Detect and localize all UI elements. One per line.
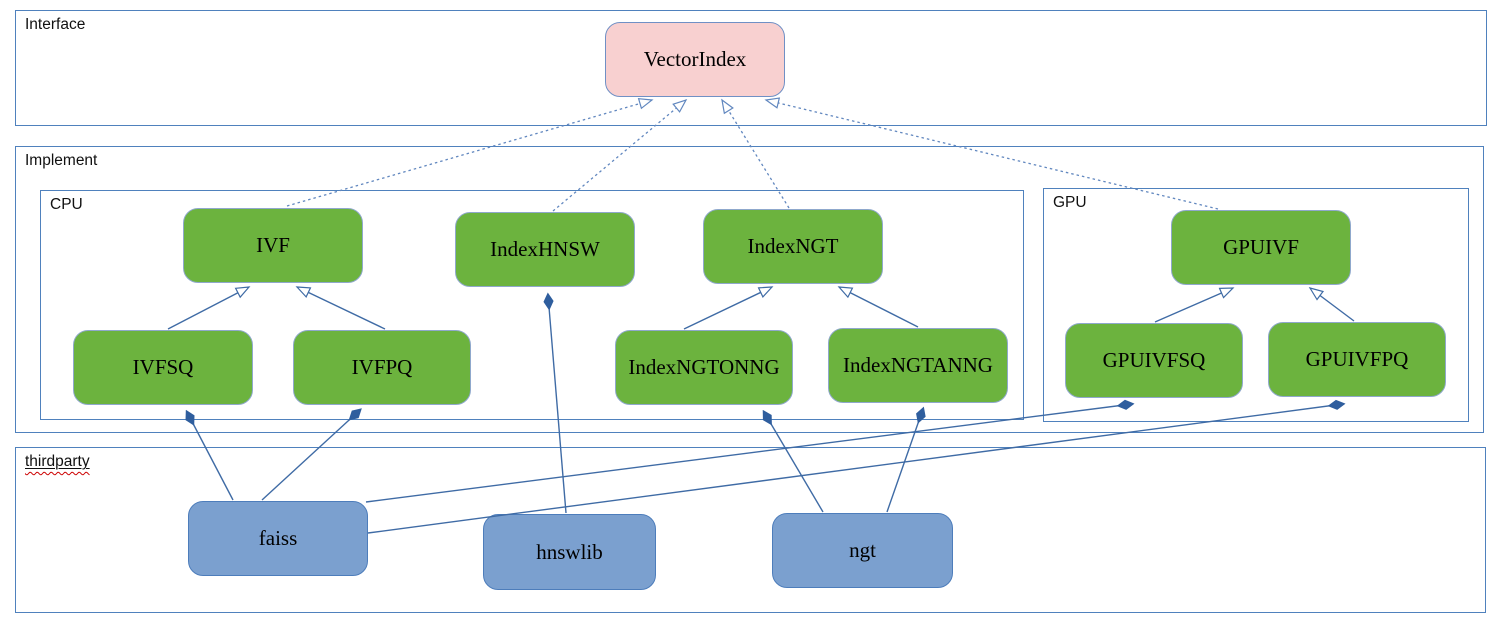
node-ivfsq-label: IVFSQ [132,355,194,379]
node-gpuivfsq-label: GPUIVFSQ [1102,348,1206,372]
node-indexngtanng-label: IndexNGTANNG [843,353,993,377]
node-hnswlib-label: hnswlib [536,539,603,564]
container-thirdparty-label: thirdparty [25,453,90,471]
node-gpuivfpq-label: GPUIVFPQ [1305,347,1409,371]
node-ngt: ngt [772,513,953,588]
container-interface-label: Interface [25,16,86,33]
node-ivf-label: IVF [256,233,290,257]
node-indexngtonng-label: IndexNGTONNG [628,355,780,379]
node-indexngtonng: IndexNGTONNG [615,330,793,405]
node-gpuivfsq: GPUIVFSQ [1065,323,1243,398]
node-ivfpq-label: IVFPQ [351,355,413,379]
node-gpuivfpq: GPUIVFPQ [1268,322,1446,397]
node-faiss: faiss [188,501,368,576]
node-ivf: IVF [183,208,363,283]
node-ngt-label: ngt [849,538,876,562]
node-indexhnsw-label: IndexHNSW [490,237,600,261]
node-indexngtanng: IndexNGTANNG [828,328,1008,403]
container-gpu-label: GPU [1053,194,1087,211]
node-gpuivf: GPUIVF [1171,210,1351,285]
node-vectorindex-label: VectorIndex [643,47,747,71]
container-implement-label: Implement [25,152,98,169]
container-cpu-label: CPU [50,196,83,213]
node-indexngt-label: IndexNGT [747,234,839,258]
node-faiss-label: faiss [258,526,298,550]
node-vectorindex: VectorIndex [605,22,785,97]
node-hnswlib: hnswlib [483,514,656,590]
node-indexhnsw: IndexHNSW [455,212,635,287]
node-ivfsq: IVFSQ [73,330,253,405]
node-ivfpq: IVFPQ [293,330,471,405]
node-gpuivf-label: GPUIVF [1223,235,1299,259]
container-thirdparty-label-text: thirdparty [25,453,90,470]
node-indexngt: IndexNGT [703,209,883,284]
